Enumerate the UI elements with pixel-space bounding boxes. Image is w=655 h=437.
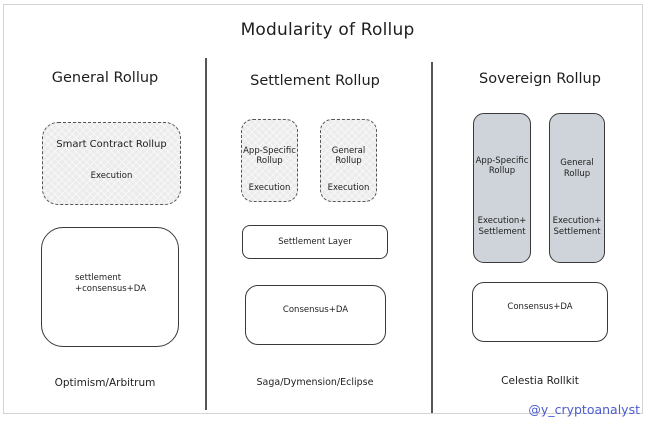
sovereign-consensus-da-box: Consensus+DA [472, 282, 608, 342]
rollup-label: Rollup [563, 169, 591, 179]
general-label: General [331, 146, 366, 156]
app-specific-label: App-Specific [475, 156, 529, 166]
general-label: General [560, 158, 594, 168]
column-heading-general-rollup: General Rollup [51, 70, 159, 86]
author-watermark: @y_cryptoanalyst [528, 402, 640, 417]
rollup-label: Rollup [488, 166, 516, 176]
consensus-da-box: Consensus+DA [245, 285, 386, 345]
rollup-label: Rollup [256, 156, 283, 166]
execution-layer-label: Execution [327, 183, 370, 193]
sovereign-rollup-examples: Celestia Rollkit [501, 375, 579, 387]
general-rollup-examples: Optimism/Arbitrum [54, 377, 156, 389]
rollup-label: Rollup [335, 156, 362, 166]
column-heading-sovereign-rollup: Sovereign Rollup [479, 71, 601, 87]
general-rollup-box: General Rollup Execution [320, 119, 377, 202]
diagram-frame [3, 4, 643, 414]
settlement-consensus-da-box: settlement +consensus+DA [41, 227, 179, 347]
settlement-layer-box: Settlement Layer [242, 225, 388, 259]
consensus-da-label: Consensus+DA [507, 302, 573, 312]
consensus-da-label: +consensus+DA [75, 284, 147, 294]
execution-layer-label: Execution [90, 171, 133, 181]
column-divider [205, 58, 207, 410]
smart-contract-rollup-box: Smart Contract Rollup Execution [42, 122, 181, 205]
execution-layer-label: Execution [248, 183, 291, 193]
settlement-label: Settlement [478, 227, 526, 237]
sovereign-app-specific-rollup-box: App-Specific Rollup Execution+ Settlemen… [473, 113, 531, 263]
settlement-label: settlement [75, 273, 122, 283]
settlement-layer-label: Settlement Layer [278, 237, 352, 247]
smart-contract-rollup-label: Smart Contract Rollup [56, 139, 167, 150]
consensus-da-label: Consensus+DA [282, 305, 349, 315]
execution-plus-label: Execution+ [552, 216, 602, 226]
sovereign-general-rollup-box: General Rollup Execution+ Settlement [549, 113, 605, 263]
execution-plus-label: Execution+ [477, 216, 527, 226]
settlement-rollup-examples: Saga/Dymension/Eclipse [256, 377, 374, 388]
diagram-title: Modularity of Rollup [240, 20, 415, 40]
settlement-label: Settlement [553, 227, 601, 237]
column-divider [431, 62, 433, 413]
column-heading-settlement-rollup: Settlement Rollup [250, 73, 380, 89]
app-specific-rollup-box: App-Specific Rollup Execution [241, 119, 298, 202]
app-specific-label: App-Specific [243, 146, 296, 156]
